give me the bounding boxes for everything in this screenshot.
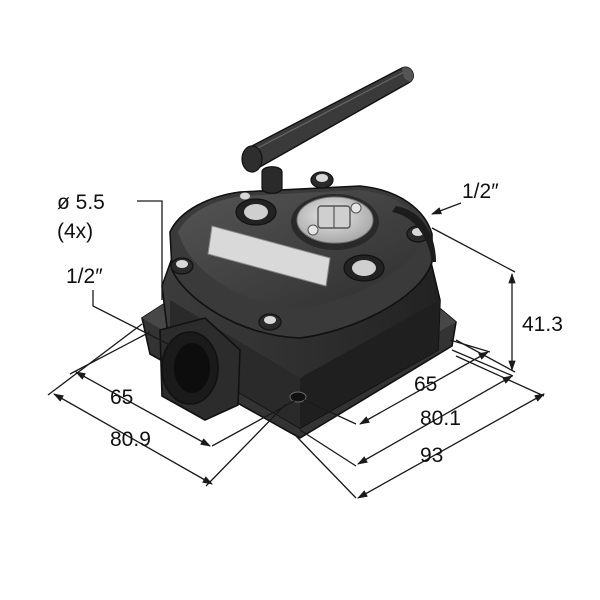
antenna — [241, 66, 414, 194]
label-depth-outer: 80.9 — [110, 428, 151, 451]
dimension-labels: ø 5.5 (4x) 1/2″ 1/2″ 41.3 65 80.9 65 80.… — [57, 180, 563, 467]
ext-height-top — [431, 227, 516, 273]
label-width-inner: 65 — [414, 373, 437, 396]
label-hole-diameter: ø 5.5 — [57, 191, 105, 214]
device-housing — [141, 66, 457, 439]
leader-port-right — [431, 202, 462, 215]
status-window — [291, 194, 379, 250]
ext-front-c — [303, 399, 357, 425]
leader-port-left — [92, 290, 173, 347]
label-hole-count: (4x) — [57, 220, 93, 243]
dim-width-overall — [357, 393, 545, 499]
ext-front-e — [295, 435, 357, 499]
cover-screws — [170, 171, 430, 331]
label-port-right: 1/2″ — [462, 180, 499, 203]
mounting-hole — [289, 391, 307, 403]
conduit-port-right — [392, 206, 436, 262]
ext-front-b — [205, 403, 287, 487]
ext-left-outer — [47, 323, 143, 396]
label-width-mid: 80.1 — [420, 407, 461, 430]
ext-left-inner — [69, 331, 151, 375]
label-height: 41.3 — [522, 313, 563, 336]
label-plate — [207, 225, 331, 287]
label-depth-inner: 65 — [110, 386, 133, 409]
label-width-overall: 93 — [420, 444, 443, 467]
dimension-lines — [47, 200, 545, 499]
dim-depth-outer — [53, 393, 213, 485]
ext-right-a — [449, 339, 491, 353]
label-port-left: 1/2″ — [66, 265, 103, 288]
ext-front-d — [299, 429, 357, 467]
leader-hole — [137, 200, 163, 300]
